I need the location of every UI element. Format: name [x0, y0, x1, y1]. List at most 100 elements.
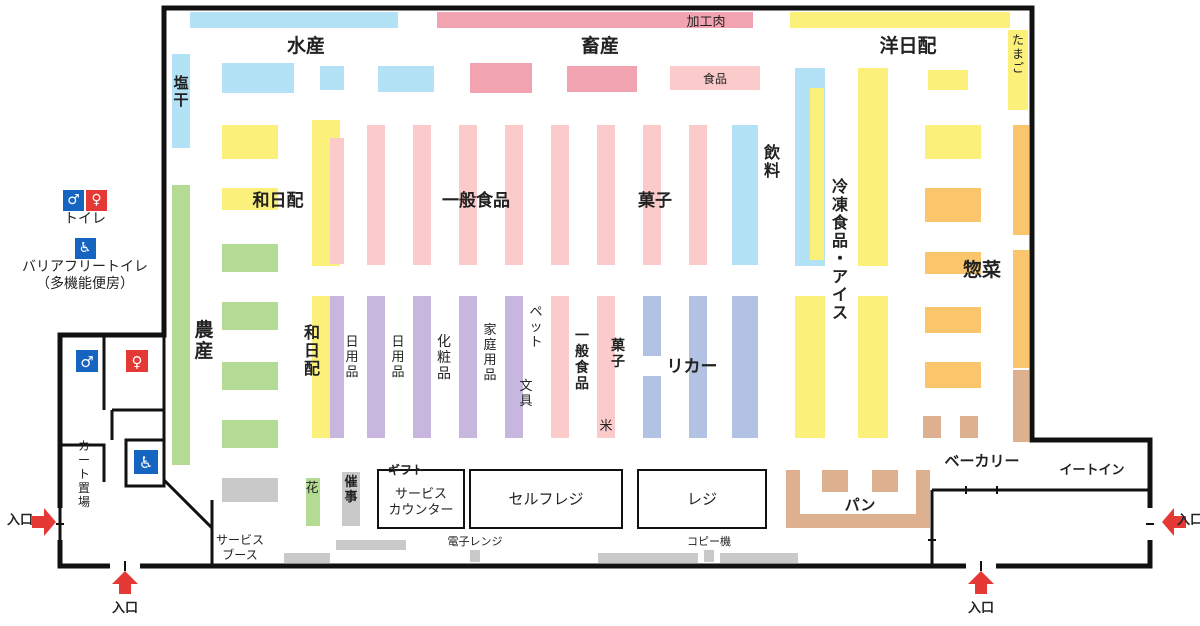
deli-case-3 [925, 252, 981, 274]
entrance-bottom-left-label: 入口 [112, 601, 138, 616]
section-produce: 農産 [194, 319, 213, 362]
lower-shelf-8 [689, 296, 707, 438]
gray-case-1 [222, 478, 278, 502]
section-snacks: 菓子 [637, 191, 672, 211]
section-daily-goods1: 日用品 [345, 335, 358, 380]
section-gift: ギフト [388, 462, 424, 477]
frozen-lower-2 [858, 296, 888, 438]
produce-wall [172, 185, 190, 465]
svg-text:♀: ♀ [132, 353, 143, 371]
meat-top-fixture [437, 12, 753, 28]
general-shelf-8 [689, 125, 707, 265]
copier-unit [704, 550, 714, 562]
legend-toilet-label: トイレ [64, 211, 106, 227]
bottom-gray-2 [336, 540, 406, 550]
microwave-unit [470, 550, 480, 562]
svg-text:♿: ♿ [139, 453, 153, 472]
self-register-box [469, 469, 623, 529]
fish-case-2 [320, 66, 344, 90]
wheelchair-icon [134, 450, 158, 474]
bread-case-2 [872, 470, 898, 492]
section-general-food2: 一般食品 [575, 328, 590, 392]
wheelchair-icon: ♿ [74, 238, 96, 259]
frozen-case-2 [858, 68, 888, 266]
eggs-fixture [1008, 30, 1028, 110]
section-copier: コピー機 [687, 534, 731, 548]
section-rice: 米 [599, 419, 612, 434]
section-microwave: 電子レンジ [448, 535, 503, 548]
section-daily-goods2: 日用品 [391, 335, 404, 380]
section-processed-meat: 加工肉 [686, 15, 725, 30]
lower-shelf-4 [505, 296, 523, 438]
entrance-right-label: 入口 [1177, 513, 1200, 528]
bakery-wall [1013, 370, 1029, 442]
entrance-bottom-right-label: 入口 [968, 601, 994, 616]
section-bakery: ベーカリー [944, 452, 1019, 470]
section-japanese-daily: 和日配 [253, 191, 304, 211]
japanese-daily-case-1 [222, 125, 278, 159]
section-pet: ペット [529, 305, 542, 350]
frozen-case-inner [810, 88, 824, 260]
entrance-left-label: 入口 [7, 513, 33, 528]
section-salted-dried: 塩干 [173, 74, 188, 109]
section-meat: 畜産 [581, 34, 619, 57]
legend-accessible-icons: ♿ [0, 238, 170, 259]
deli-wall-1 [1013, 125, 1029, 235]
section-flowers: 花 [305, 480, 318, 496]
store-outer-wall [57, 5, 1153, 569]
section-eggs: たまご [1012, 33, 1024, 75]
lower-shelf-2 [413, 296, 431, 438]
section-liquor: リカー [667, 357, 718, 377]
drinks-case [732, 125, 758, 265]
fish-case-3 [378, 66, 434, 92]
woman-toilet-icon [126, 350, 148, 372]
bottom-gray-3 [598, 553, 698, 563]
daily-goods-shelves [330, 296, 758, 438]
section-stationery: 文具 [519, 379, 532, 409]
produce-case-3 [222, 362, 278, 390]
bakery-walls [930, 488, 1150, 566]
event-case [342, 472, 360, 526]
lower-shelf-5 [551, 296, 569, 438]
section-service-booth: サービスブース [216, 533, 264, 562]
service-counter-box [377, 469, 465, 529]
section-cart-storage: カート置場 [78, 439, 90, 509]
man-toilet-icon: ♂ [63, 190, 84, 211]
general-shelf-0 [330, 138, 344, 264]
japanese-daily-case-2 [222, 188, 278, 210]
section-self-register: セルフレジ [508, 490, 583, 508]
entrance-arrow-icon [968, 571, 994, 594]
meat-case-2 [567, 66, 637, 92]
flowers-case [306, 478, 320, 526]
svg-text:♂: ♂ [80, 353, 93, 371]
meat-case-1 [470, 63, 532, 93]
section-household: 家庭用品 [483, 322, 496, 383]
fish-case-1 [222, 63, 294, 93]
general-shelf-5 [551, 125, 569, 265]
section-japanese-daily2: 和日配 [304, 323, 320, 378]
lower-shelf-1 [367, 296, 385, 438]
toilet-walls [58, 335, 166, 566]
lower-shelf-9 [732, 296, 758, 438]
lower-shelf-3 [459, 296, 477, 438]
entrance-arrow-icon [1162, 508, 1186, 536]
door-ticks [56, 486, 1154, 571]
produce-case-4 [222, 420, 278, 448]
general-shelf-3 [459, 125, 477, 265]
section-cosmetics: 化粧品 [437, 334, 451, 382]
section-event: 催事 [344, 474, 357, 505]
deli-case-1 [925, 125, 981, 159]
bottom-gray-1 [284, 553, 330, 563]
general-shelf-7 [643, 125, 661, 265]
deli-case-5 [925, 362, 981, 388]
yellow-top-fixture [790, 12, 1010, 28]
section-snacks2: 菓子 [610, 337, 626, 370]
register-box [637, 469, 767, 529]
general-shelf-4 [505, 125, 523, 265]
produce-case-1 [222, 244, 278, 272]
bread-case-1 [822, 470, 848, 492]
entrance-arrow-icon [32, 508, 56, 536]
section-fish: 水産 [287, 34, 325, 57]
